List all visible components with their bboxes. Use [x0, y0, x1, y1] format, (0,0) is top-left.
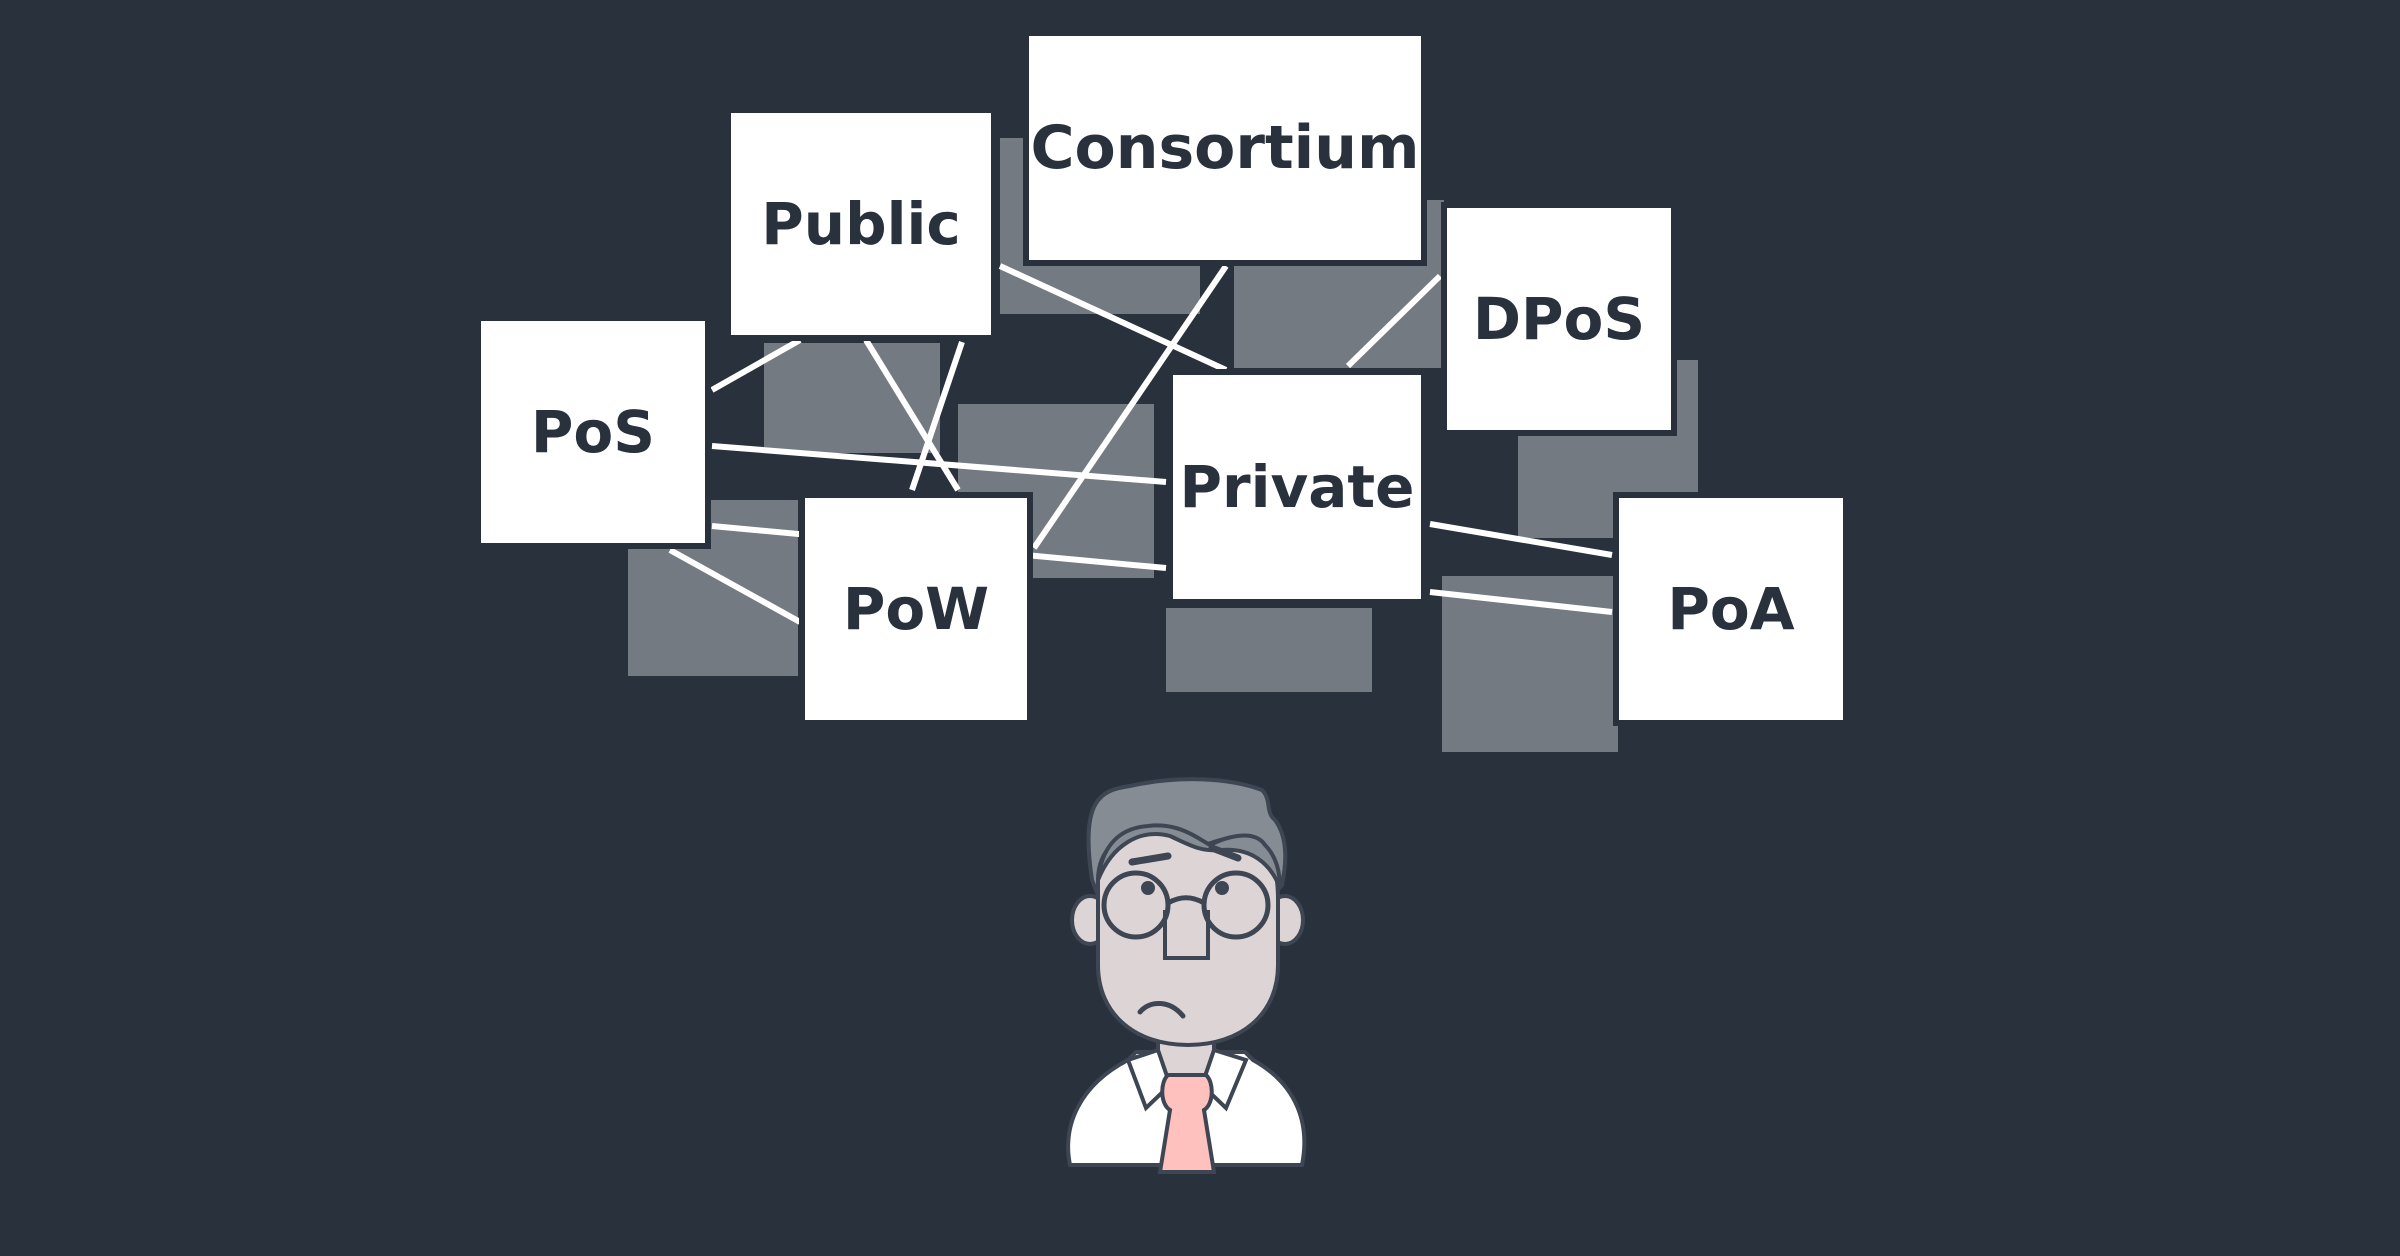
node-box [1167, 369, 1427, 605]
node-shadow [764, 343, 940, 453]
node-box [1441, 202, 1677, 436]
right-lens [1201, 870, 1271, 940]
mouth [1137, 1001, 1186, 1019]
node-poa: PoA [1613, 492, 1849, 726]
node-label: PoW [843, 575, 989, 643]
node-consortium: Consortium [1023, 30, 1427, 266]
right-pupil [1215, 881, 1229, 895]
node-box [1613, 492, 1849, 726]
edge-consortium-pow [1031, 264, 1229, 550]
glasses-bridge [1166, 895, 1206, 906]
node-box [725, 107, 997, 341]
left-eyebrow [1128, 852, 1172, 866]
node-dpos: DPoS [1441, 202, 1677, 436]
node-box [799, 492, 1033, 726]
node-private: Private [1167, 369, 1427, 605]
node-label: Private [1179, 453, 1414, 521]
node-public: Public [725, 107, 997, 341]
node-label: PoS [531, 398, 655, 466]
node-label: PoA [1667, 575, 1794, 643]
tie [1157, 1073, 1217, 1174]
nose [1163, 910, 1210, 960]
confused-person-icon [1066, 777, 1307, 1174]
right-eyebrow [1208, 844, 1242, 862]
node-pos: PoS [475, 315, 711, 549]
node-box [475, 315, 711, 549]
node-label: DPoS [1473, 285, 1645, 353]
edge-private-dpos [1345, 273, 1443, 369]
left-pupil [1141, 881, 1155, 895]
edge-pos-public [710, 337, 802, 393]
node-shadow [1166, 608, 1372, 692]
node-pow: PoW [799, 492, 1033, 726]
edge-private-poa [1429, 521, 1613, 558]
edge-public-pow [863, 338, 961, 492]
node-label: Consortium [1031, 113, 1420, 183]
hair-fringe [1096, 823, 1282, 889]
node-box [1023, 30, 1427, 266]
edge-connector [668, 547, 802, 625]
left-lens [1101, 870, 1171, 940]
edge-pow-poa [1429, 589, 1613, 615]
edge-public-private [998, 263, 1228, 373]
edge-connector [909, 341, 965, 491]
node-label: Public [761, 190, 960, 258]
